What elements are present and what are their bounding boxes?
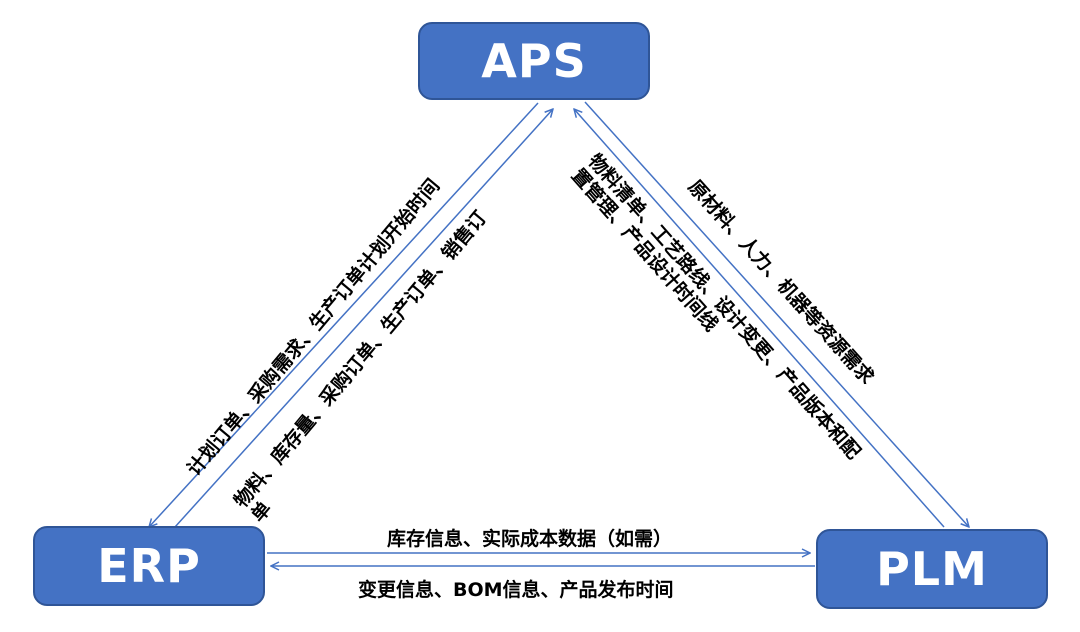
plm-label: PLM <box>876 542 988 596</box>
label-plm-to-erp: 变更信息、BOM信息、产品发布时间 <box>358 579 674 601</box>
aps-label: APS <box>481 34 587 88</box>
arrow-aps-to-plm <box>584 101 969 527</box>
arrow-plm-to-aps <box>574 109 945 528</box>
erp-node: ERP <box>33 526 265 606</box>
aps-node: APS <box>418 22 650 100</box>
arrow-erp-to-aps <box>174 109 553 528</box>
erp-label: ERP <box>97 539 201 593</box>
arrow-aps-to-erp <box>149 102 539 527</box>
plm-node: PLM <box>816 529 1048 609</box>
label-erp-to-plm: 库存信息、实际成本数据（如需） <box>387 528 673 550</box>
